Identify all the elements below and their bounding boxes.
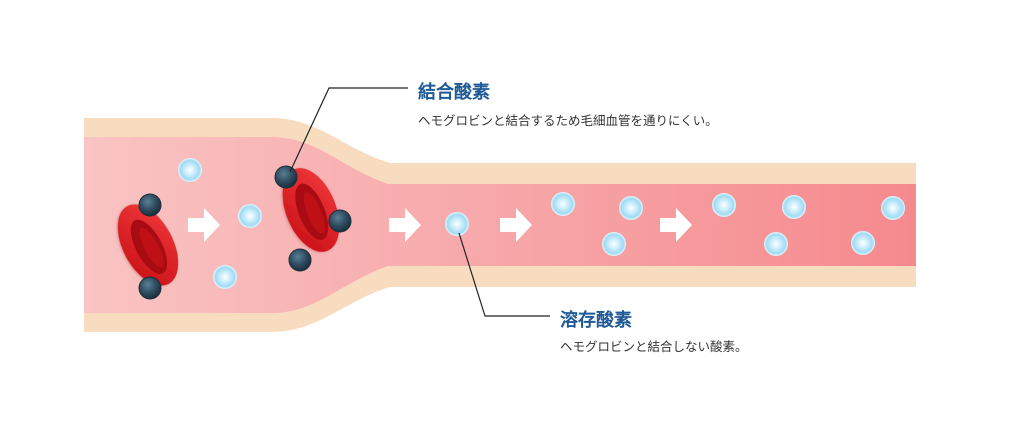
right-arrow-icon [188,208,220,242]
dissolved-oxygen-molecule-icon [602,232,626,256]
right-arrow-icon [389,208,421,242]
dissolved-oxygen-molecule-icon [551,192,575,216]
dissolved-oxygen-molecule-icon [851,231,875,255]
dissolved-oxygen-leader-line [458,232,550,317]
dissolved-oxygen-description: ヘモグロビンと結合しない酸素。 [560,339,748,354]
bound-oxygen-molecule-icon [328,209,352,233]
dissolved-oxygen-molecule-icon [782,195,806,219]
bound-oxygen-leader-line [289,87,408,173]
bound-oxygen-description: ヘモグロビンと結合するため毛細血管を通りにくい。 [418,113,718,128]
dissolved-oxygen-molecule-icon [238,204,262,228]
right-arrow-icon [500,208,532,242]
red-blood-cell-icon [117,204,179,286]
dissolved-oxygen-molecule-icon [764,232,788,256]
dissolved-oxygen-molecule-icon [619,196,643,220]
dissolved-oxygen-molecule-icon [445,212,469,236]
bound-oxygen-molecule-icon [138,193,162,217]
dissolved-oxygen-title: 溶存酸素 [560,310,632,331]
bound-oxygen-molecule-icon [288,248,312,272]
bound-oxygen-molecule-icon [138,276,162,300]
dissolved-oxygen-molecule-icon [712,193,736,217]
bound-oxygen-molecule-icon [274,165,298,189]
dissolved-oxygen-molecule-icon [178,158,202,182]
right-arrow-icon [660,208,692,242]
red-blood-cell-icon [282,168,340,252]
bound-oxygen-title: 結合酸素 [418,82,490,103]
dissolved-oxygen-molecule-icon [213,265,237,289]
dissolved-oxygen-molecule-icon [881,196,905,220]
